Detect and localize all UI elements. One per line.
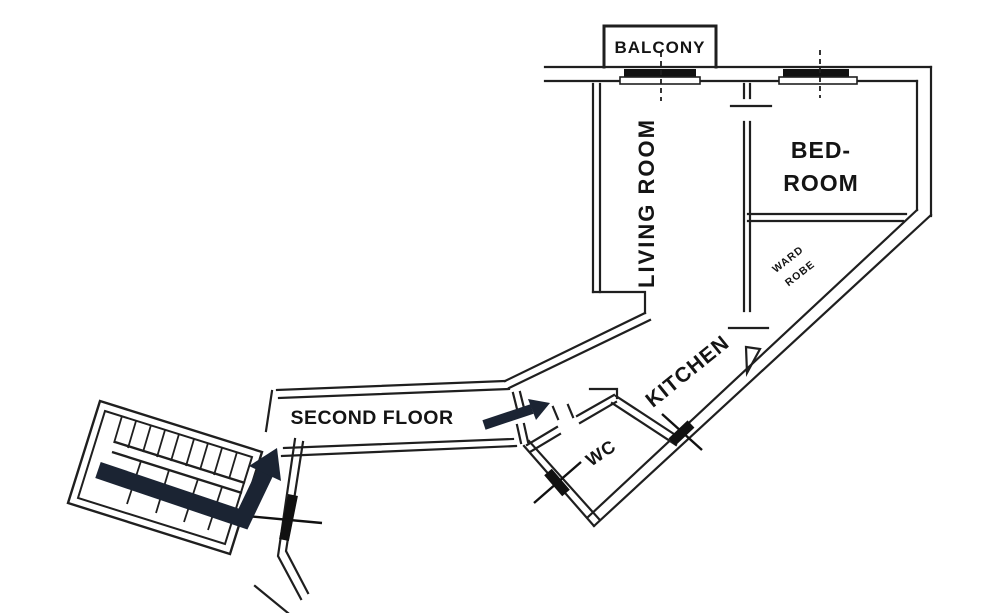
staircase — [66, 399, 264, 556]
hallway-arrow-shaft — [482, 404, 534, 430]
wall-wardrobe-divider — [746, 212, 908, 223]
label-hallway: SECOND FLOOR — [290, 407, 453, 429]
door-jamb-kitchen — [744, 345, 762, 378]
kitchen-diagonal-marker-tick — [661, 413, 703, 451]
wall-wc-topleft-b — [575, 393, 618, 425]
balcony-window-bar — [624, 69, 696, 77]
balcony-window-sill — [619, 76, 701, 85]
label-bedroom-line1: BED- — [791, 137, 851, 163]
wall-wc-topleft-a — [525, 425, 562, 454]
walls — [253, 24, 933, 613]
wall-stair-side-outer — [276, 437, 303, 601]
hallway-direction-arrow — [482, 399, 550, 430]
label-wc: WC — [582, 436, 620, 470]
wall-balcony-box — [602, 24, 718, 69]
stair-outer-rect — [66, 399, 264, 556]
wall-partition-top-stub — [742, 82, 752, 100]
label-balcony: BALCONY — [614, 38, 705, 57]
stair-direction-arrow — [95, 448, 281, 530]
wall-stair-side-inner — [284, 440, 310, 595]
room-labels: BALCONY LIVING ROOM BED- ROOM WARD ROBE … — [290, 38, 859, 470]
hallway-arrow-head — [528, 399, 550, 420]
bedroom-window-sill — [778, 76, 858, 85]
stair-arrow-head — [249, 448, 281, 481]
wall-diagonal-outer — [592, 213, 933, 528]
label-living-room: LIVING ROOM — [634, 118, 659, 288]
wall-hallway-end-upper — [511, 390, 526, 411]
windows — [619, 50, 858, 101]
door-jamb-wc-ticks — [551, 403, 575, 421]
wall-hallway-left-stub — [264, 389, 274, 433]
wall-hallway-end-lower — [515, 422, 530, 445]
wall-hallway-top — [275, 379, 511, 400]
wall-partition-main — [742, 120, 752, 313]
wall-living-diagonal-outer — [503, 311, 647, 383]
bedroom-window-bar — [783, 69, 849, 77]
wall-living-diagonal-inner — [507, 318, 652, 390]
stair-rail-upper — [114, 440, 246, 485]
wall-stair-bottom-stub — [253, 584, 290, 613]
wall-hallway-bottom — [280, 437, 518, 458]
label-kitchen: KITCHEN — [641, 331, 733, 412]
wc-left-marker-tick — [533, 461, 582, 504]
door-markers — [224, 413, 703, 541]
stair-rail-lower — [111, 450, 243, 495]
label-bedroom-line2: ROOM — [783, 170, 859, 196]
wall-living-step — [591, 290, 647, 315]
stair-arrow-shaft — [95, 461, 273, 530]
wall-wc-topright — [610, 394, 682, 447]
stair-door-marker — [279, 494, 298, 541]
stair-inner-rect — [76, 409, 254, 546]
